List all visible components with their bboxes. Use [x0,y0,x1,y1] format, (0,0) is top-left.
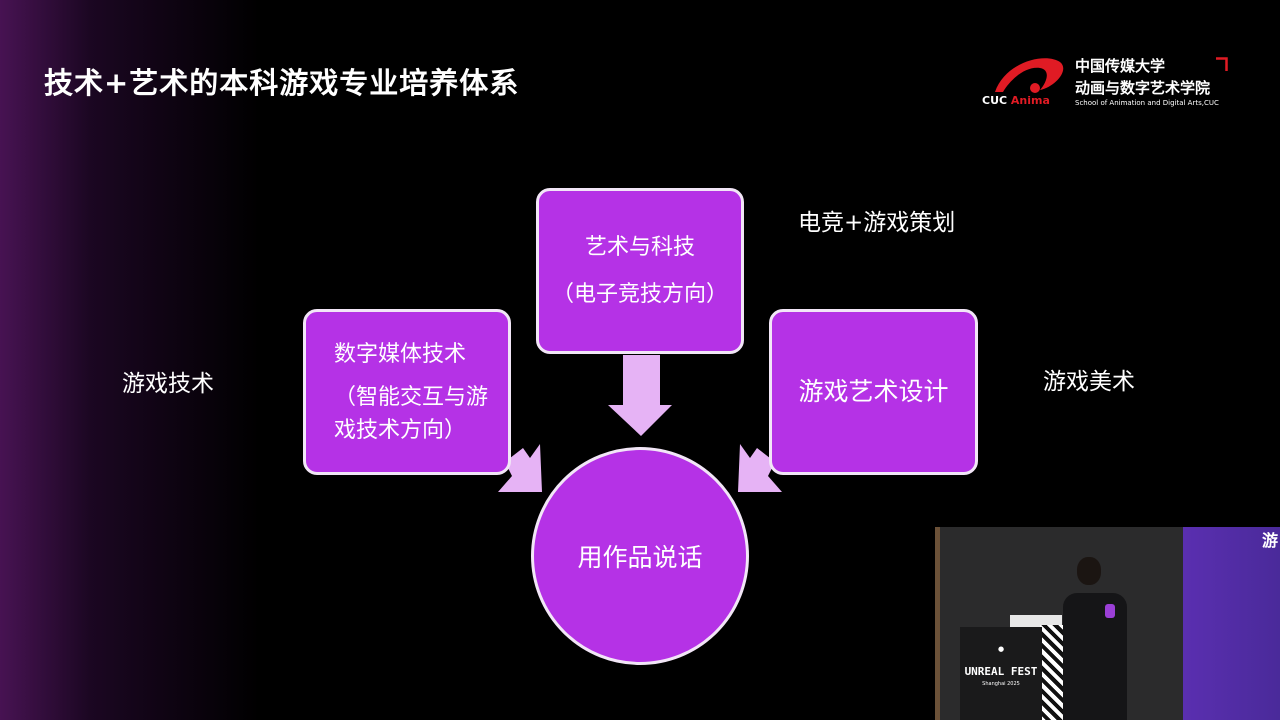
label-esports-planning: 电竞+游戏策划 [798,210,956,236]
label-game-tech: 游戏技术 [122,371,214,397]
logo-swoosh-icon [995,58,1064,93]
logo-name-line2: 动画与数字艺术学院 [1075,79,1211,97]
center-circle: 用作品说话 [531,447,749,665]
logo-name-line1: 中国传媒大学 [1075,57,1166,75]
speaker-video-inset: 游 ● UNREAL FEST Shanghai 2025 [935,527,1280,720]
stage-screen [1183,527,1280,720]
box-text: 艺术与科技 [584,235,695,260]
podium-logo-icon: ● [997,645,1005,653]
arrow-down [608,355,672,436]
box-art-tech: 艺术与科技 （电子竞技方向） [536,188,744,354]
box-text: （电子竞技方向） [551,282,728,307]
box-text: （智能交互与游 [334,384,489,410]
stage-edge [935,527,940,720]
podium: ● UNREAL FEST Shanghai 2025 [960,627,1042,720]
center-text: 用作品说话 [577,543,703,572]
background-gradient [0,0,260,720]
box-game-art-design: 游戏艺术设计 [769,309,978,475]
logo-brand: CUC Anima [982,94,1050,107]
slide-title: 技术+艺术的本科游戏专业培养体系 [44,66,520,100]
box-text: 戏技术方向） [334,417,467,443]
microphone [1105,604,1115,618]
podium-subtext: Shanghai 2025 [982,681,1020,687]
box-text: 游戏艺术设计 [798,377,949,407]
speaker-body [1063,593,1127,720]
box-text: 数字媒体技术 [334,341,467,367]
cuc-anima-logo: CUC Anima 中国传媒大学 动画与数字艺术学院 School of Ani… [980,52,1230,112]
arrow-down-left [738,444,782,492]
podium-text: UNREAL FEST [964,665,1038,678]
box-digital-media-tech: 数字媒体技术 （智能交互与游 戏技术方向） [303,309,511,475]
speaker-head [1077,557,1101,585]
arrow-down-right [498,444,542,492]
label-game-art: 游戏美术 [1043,369,1135,395]
corner-mark-icon [1216,57,1228,71]
logo-name-en: School of Animation and Digital Arts,CUC [1075,99,1219,107]
screen-text: 游 [1261,531,1278,550]
